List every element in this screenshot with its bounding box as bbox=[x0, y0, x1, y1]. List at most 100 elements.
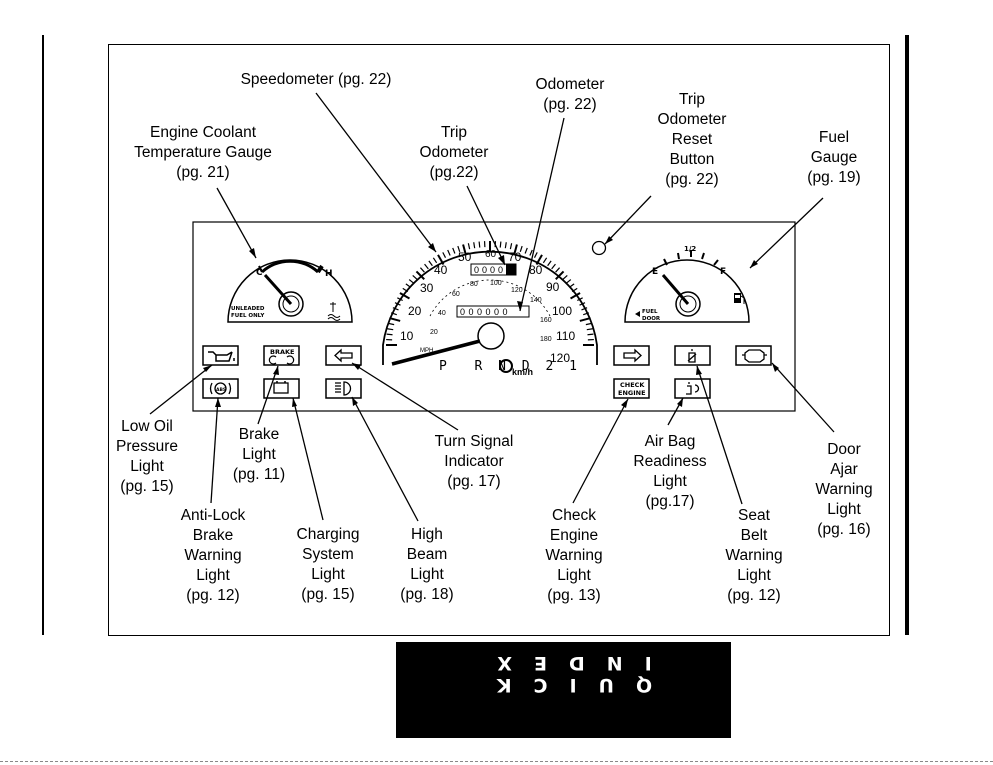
arrow-odometer bbox=[517, 301, 523, 311]
speedometer-tick bbox=[529, 249, 533, 256]
speedometer-tick bbox=[579, 317, 591, 322]
kmh-tick-100: 100 bbox=[490, 280, 502, 287]
speed-tick-100: 100 bbox=[552, 304, 572, 318]
charging-system-light bbox=[263, 378, 300, 399]
speedometer-tick bbox=[408, 279, 415, 284]
kmh-tick-ring bbox=[429, 279, 551, 317]
air-bag-person-icon bbox=[686, 382, 700, 395]
speed-tick-90: 90 bbox=[546, 280, 560, 294]
speedometer-tick bbox=[581, 307, 588, 311]
speedometer-tick bbox=[415, 270, 425, 280]
kmh-tick-180: 180 bbox=[540, 336, 552, 343]
speed-tick-110: 110 bbox=[556, 329, 575, 343]
check-engine-text-2: ENGINE bbox=[618, 389, 646, 397]
speedometer-tick bbox=[473, 242, 476, 249]
speed-tick-10: 10 bbox=[400, 329, 414, 343]
speedometer-tick-ring bbox=[386, 241, 594, 346]
speedometer-tick bbox=[388, 322, 395, 326]
leader-coolant-gauge bbox=[216, 187, 257, 259]
page-bottom-edge bbox=[0, 761, 993, 762]
arrow-trip-odometer bbox=[498, 255, 505, 265]
brake-circle-icon bbox=[268, 355, 295, 365]
coolant-gauge: C H UNLEADED FUEL ONLY bbox=[227, 259, 353, 323]
coolant-hot-label: H bbox=[325, 269, 333, 279]
arrow-anti-lock bbox=[215, 398, 221, 407]
speedometer-tick bbox=[386, 333, 393, 336]
kmh-tick-40: 40 bbox=[438, 310, 446, 317]
speedometer-tick bbox=[390, 312, 397, 316]
speedometer-tick bbox=[586, 328, 593, 331]
fuel-empty-label: E bbox=[652, 267, 658, 277]
speedometer-tick bbox=[424, 263, 429, 270]
speedometer-tick bbox=[504, 242, 507, 249]
arrow-charging bbox=[292, 398, 297, 407]
label-brake-light: Brake Light (pg. 11) bbox=[232, 426, 286, 483]
label-check-engine: Check Engine Warning Light (pg. 13) bbox=[545, 507, 603, 604]
diagram-frame bbox=[108, 44, 890, 636]
speedometer-tick bbox=[509, 243, 513, 250]
quick-index-tab[interactable]: QUICK INDEX bbox=[396, 642, 731, 738]
kmh-tick-160: 160 bbox=[540, 317, 552, 324]
speed-tick-70: 70 bbox=[508, 250, 522, 264]
label-trip-reset: Trip Odometer Reset Button (pg. 22) bbox=[657, 91, 727, 188]
fuel-door-arrow-icon bbox=[635, 311, 640, 317]
speedometer-tick bbox=[397, 297, 403, 302]
kmh-tick-80: 80 bbox=[470, 281, 478, 288]
speed-tick-60: 60 bbox=[485, 249, 497, 260]
leader-odometer bbox=[519, 117, 565, 312]
speedometer-tick bbox=[389, 317, 401, 322]
right-margin-rule bbox=[905, 35, 909, 635]
speedometer-tick bbox=[565, 279, 572, 284]
arrow-seat-belt bbox=[696, 366, 702, 375]
coolant-symbol-icon bbox=[327, 302, 341, 321]
leader-high-beam bbox=[351, 396, 419, 522]
speedometer-tick bbox=[478, 241, 481, 248]
seat-belt-light bbox=[674, 345, 711, 366]
door-ajar-light bbox=[735, 345, 772, 366]
label-coolant-gauge: Engine Coolant Temperature Gauge (pg. 21… bbox=[134, 124, 272, 181]
speedometer-tick bbox=[577, 297, 583, 302]
trip-odometer-digits: 0000 bbox=[474, 265, 506, 275]
leader-charging bbox=[292, 397, 324, 521]
speedometer-tick bbox=[432, 257, 438, 264]
battery-icon bbox=[273, 382, 289, 394]
unleaded-label: UNLEADED bbox=[231, 306, 265, 312]
speedometer-tick bbox=[402, 287, 409, 293]
kmh-tick-140: 140 bbox=[530, 297, 542, 304]
speedometer-tick bbox=[442, 252, 447, 258]
quick-index-label: QUICK INDEX bbox=[474, 652, 653, 696]
speedometer-tick bbox=[555, 267, 561, 273]
label-trip-odometer: Trip Odometer (pg.22) bbox=[419, 124, 489, 181]
speedometer-tick bbox=[570, 292, 581, 300]
abs-warning-light: ABS bbox=[202, 378, 239, 399]
arrow-air-bag bbox=[677, 398, 683, 407]
arrow-coolant-gauge bbox=[249, 248, 256, 258]
speedometer-tick bbox=[437, 254, 445, 265]
speedometer-tick bbox=[568, 283, 575, 288]
speedometer-tick bbox=[387, 328, 394, 331]
odometer-digits: 000000 bbox=[460, 307, 511, 317]
speedometer-tick bbox=[547, 260, 552, 267]
speedometer-tick bbox=[535, 254, 543, 265]
speedometer-tick bbox=[533, 252, 538, 258]
trip-reset-button bbox=[591, 240, 607, 256]
abs-circle-icon bbox=[214, 382, 227, 395]
arrow-brake-light bbox=[273, 366, 279, 375]
trip-odometer-tenths bbox=[506, 264, 516, 275]
high-beam-light bbox=[325, 378, 362, 399]
fuel-only-label: FUEL ONLY bbox=[231, 313, 265, 319]
arrow-high-beam bbox=[352, 397, 358, 406]
label-charging: Charging System Light (pg. 15) bbox=[296, 526, 360, 603]
fuel-half-label: 1/2 bbox=[684, 245, 696, 253]
speedometer-tick bbox=[412, 274, 418, 280]
oil-can-icon bbox=[208, 351, 235, 362]
kmh-tick-120: 120 bbox=[511, 287, 523, 294]
fuel-door-label-2: DOOR bbox=[642, 316, 661, 322]
cluster-outline bbox=[192, 221, 796, 412]
label-air-bag: Air Bag Readiness Light (pg.17) bbox=[633, 433, 707, 510]
label-odometer: Odometer (pg. 22) bbox=[535, 76, 605, 113]
leader-trip-reset bbox=[604, 195, 652, 245]
brake-warning-light: BRAKE bbox=[263, 345, 300, 366]
leader-fuel-gauge bbox=[749, 197, 824, 269]
kmh-tick-20: 20 bbox=[430, 329, 438, 336]
